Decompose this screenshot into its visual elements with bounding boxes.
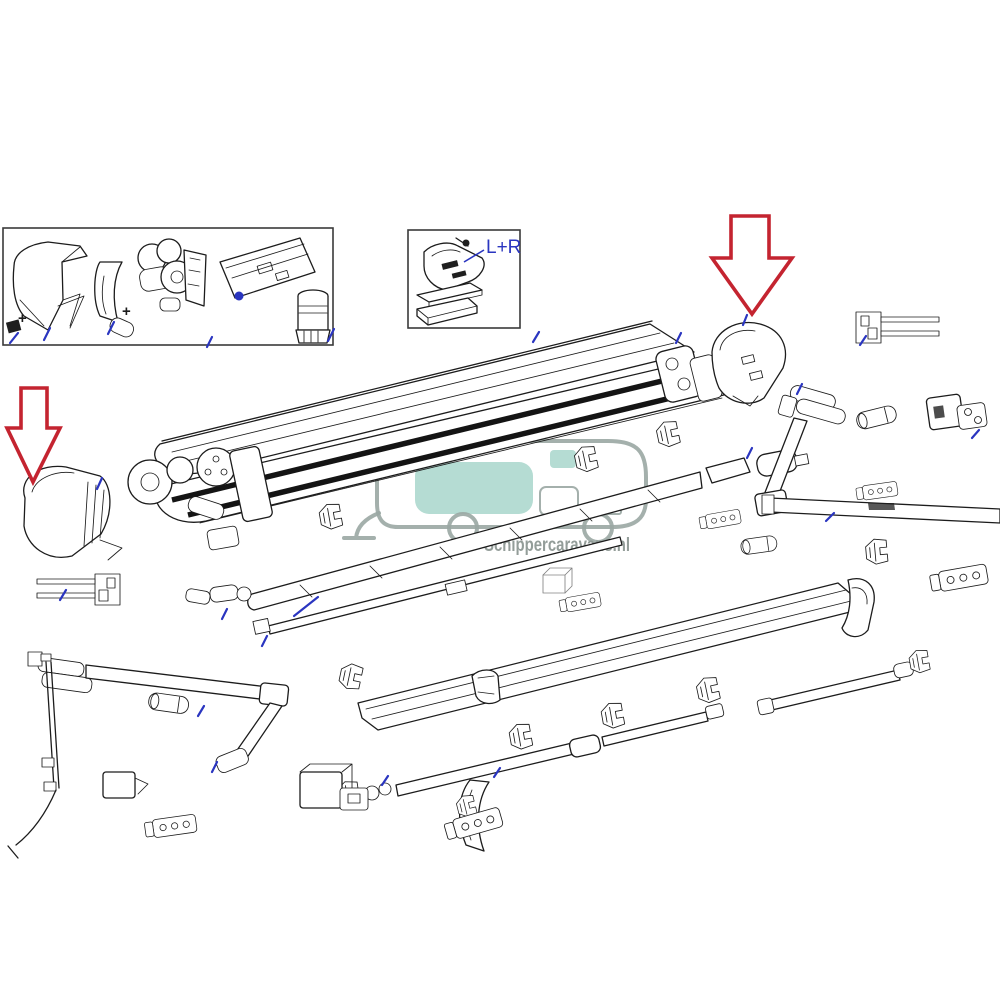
light-cube [542, 567, 573, 594]
crank-rod [7, 653, 60, 859]
watermark-window [415, 462, 533, 514]
box-bracket [299, 763, 369, 811]
control-unit-box-part [219, 237, 316, 299]
mounting-clamp-part [94, 261, 134, 338]
end-cap-right [711, 322, 787, 407]
inset-box-primary-parts: + + [2, 227, 334, 346]
red-arrow-right-icon [708, 214, 796, 318]
cassette-top-profile [154, 320, 695, 475]
blue-marker-dot [234, 291, 244, 301]
plus-sign-2: + [122, 303, 131, 320]
inset-box-left-right-bracket: L+R [407, 229, 521, 329]
end-cap-cover-part [12, 241, 88, 331]
support-bar-part [416, 297, 478, 326]
left-right-support-bracket-part [423, 237, 485, 291]
middle-rail [252, 536, 623, 635]
gear-bracket-left [229, 445, 273, 523]
rubber-seal-strip-2 [187, 385, 713, 518]
motor-bracket-cube [925, 393, 988, 431]
gear-disc [196, 447, 236, 487]
wall-bracket-pins-left [36, 573, 121, 606]
lead-rail-end-cap [841, 578, 875, 638]
plug-part [5, 319, 22, 334]
gear-motor-assembly-part [137, 238, 207, 312]
red-arrow-left-icon [4, 386, 63, 487]
roller-universal-joint [185, 584, 252, 605]
roller-end-adapter [705, 457, 751, 484]
plus-sign-1: + [18, 310, 27, 327]
end-cap-left [23, 465, 123, 561]
small-box-bracket [102, 771, 149, 799]
arm-mounting-bar-right [761, 494, 1000, 524]
spring-arm-left [27, 651, 290, 773]
blue-pointer-arrows [8, 313, 981, 787]
tension-rafter-arm [335, 661, 914, 809]
crank-knob-part [295, 289, 331, 344]
clutch-gear-cluster-left [127, 445, 273, 551]
fixing-clips [317, 419, 931, 819]
wall-bracket-pins-right [855, 311, 940, 344]
label-leader-line [463, 249, 485, 263]
left-right-label: L+R [486, 237, 521, 258]
watermark-small-window [550, 450, 576, 468]
hook-cover [471, 669, 501, 705]
